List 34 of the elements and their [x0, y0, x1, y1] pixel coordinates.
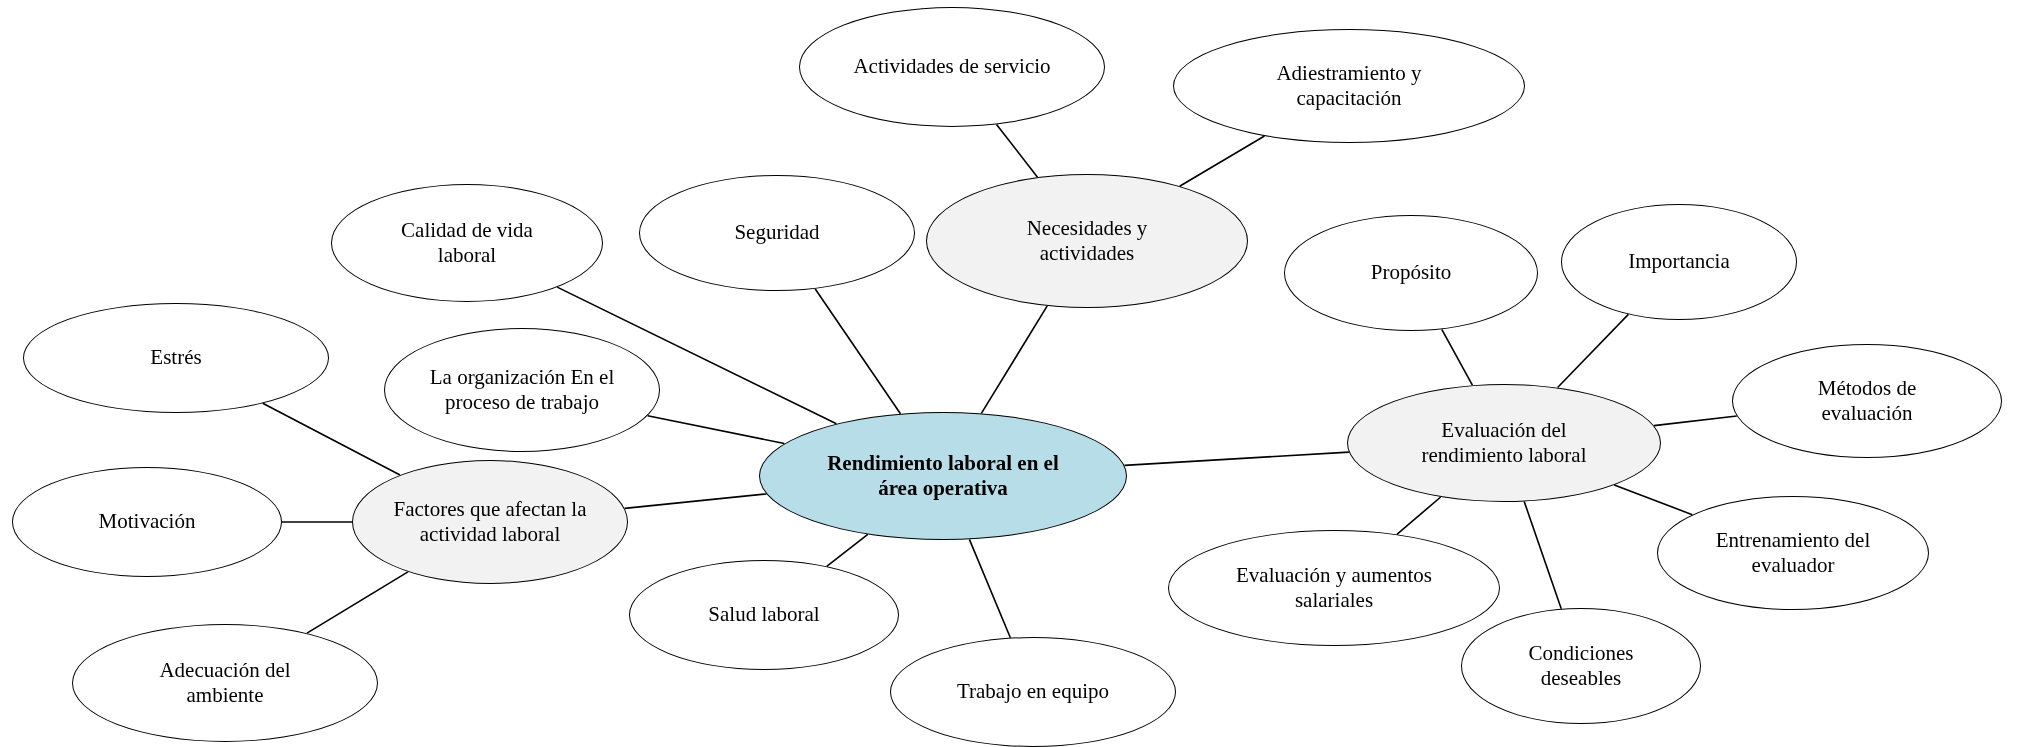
topic-text: Estrés	[149, 345, 203, 371]
connector-line	[968, 538, 1012, 639]
connector-line	[1178, 135, 1266, 187]
connector-line	[1556, 313, 1630, 389]
topic-text: Condiciones deseables	[1527, 640, 1635, 692]
connector-line	[995, 123, 1039, 179]
topic-text: Métodos de evaluación	[1816, 375, 1918, 427]
connector-line	[281, 521, 353, 523]
connector-line	[261, 402, 401, 476]
topic-text: Motivación	[97, 509, 197, 535]
connector-line	[1396, 496, 1442, 536]
topic-text: La organización En el proceso de trabajo	[428, 364, 616, 416]
topic-text: Evaluación y aumentos salariales	[1235, 562, 1433, 614]
topic-text: Rendimiento laboral en el área operativa	[826, 450, 1060, 502]
topic-text: Entrenamiento del evaluador	[1714, 527, 1872, 579]
connector-line	[1653, 415, 1738, 427]
topic-text: Salud laboral	[707, 602, 821, 628]
topic-text: Calidad de vida laboral	[400, 217, 534, 269]
topic-text: Seguridad	[733, 220, 821, 246]
topic-text: Adiestramiento y capacitación	[1275, 60, 1423, 112]
connector-line	[646, 414, 786, 445]
connector-line	[556, 286, 838, 425]
connector-line	[1523, 500, 1563, 610]
topic-text: Necesidades y actividades	[1025, 215, 1149, 267]
topic-text: Importancia	[1627, 249, 1731, 275]
topic-text: Propósito	[1369, 260, 1453, 286]
connector-line	[1613, 484, 1694, 516]
topic-text: Evaluación del rendimiento laboral	[1420, 417, 1588, 469]
connector-line	[825, 533, 869, 568]
connector-line	[306, 571, 409, 634]
topic-text: Factores que afectan la actividad laboral	[392, 496, 588, 548]
topic-text: Trabajo en equipo	[955, 679, 1110, 705]
topic-text: Adecuación del ambiente	[158, 657, 292, 709]
topic-text: Actividades de servicio	[852, 54, 1052, 80]
